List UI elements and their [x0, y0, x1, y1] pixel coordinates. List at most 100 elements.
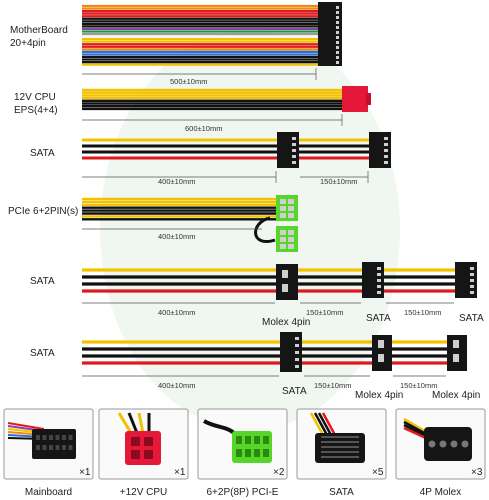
connector-pin: [336, 41, 339, 44]
connector-pin: [336, 31, 339, 34]
thumbnail-quantity: ×5: [372, 467, 384, 478]
wire: [403, 417, 429, 435]
connector-pin: [336, 21, 339, 24]
connector-label: SATA: [366, 313, 391, 324]
watermark-logo: [100, 30, 400, 430]
connector-pin: [288, 206, 294, 211]
sata-connector-pins: [292, 137, 388, 164]
cable-label-cpu-eps-line1: 12V CPU: [14, 92, 56, 103]
connector-pin: [336, 26, 339, 29]
connector-pin: [336, 46, 339, 49]
thumbnail-caption: 4P Molex: [420, 487, 462, 498]
sata-connector-icon: [309, 412, 365, 463]
connector-pin: [280, 230, 286, 235]
connector-label: SATA: [459, 313, 484, 324]
cpu-eps-latch: [366, 93, 371, 105]
wire: [321, 412, 337, 436]
connector-pin: [254, 436, 260, 444]
connector-pin: [384, 155, 388, 158]
pcie-6pin-connector: [276, 195, 298, 221]
connector-pin: [470, 273, 474, 276]
connector-pin: [144, 437, 153, 446]
connector-label: SATA: [282, 386, 307, 397]
connector-pin: [236, 449, 242, 457]
dimension-label: 400±10mm: [158, 177, 195, 186]
molex-connector: [447, 335, 467, 371]
wire: [137, 412, 145, 434]
cable-label-sata-3: SATA: [30, 348, 55, 359]
thumbnail-caption: SATA: [329, 487, 354, 498]
connector-pin: [131, 450, 140, 459]
connector-pin: [321, 456, 359, 458]
sata3-wire-bundle: [82, 340, 449, 365]
connector-pin: [336, 6, 339, 9]
connector-pin: [377, 285, 381, 288]
cable-label-cpu-eps-line2: EPS(4+4): [14, 105, 58, 116]
sata-connector: [455, 262, 477, 298]
connector-pin: [68, 435, 73, 440]
sata-connector: [277, 132, 299, 168]
dimension-label: 150±10mm: [306, 308, 343, 317]
thumbnail-quantity: ×1: [79, 467, 91, 478]
connector-pin: [280, 199, 286, 204]
connector-pin: [62, 435, 66, 440]
motherboard-wire-bundle: [82, 4, 320, 66]
connector-pin: [55, 435, 60, 440]
connector-pin: [288, 237, 294, 242]
thumbnail-quantity: ×1: [174, 467, 186, 478]
connector-pin: [384, 143, 388, 146]
connector-pin: [292, 155, 296, 158]
thumbnail-caption: +12V CPU: [120, 487, 168, 498]
connector-pin: [55, 445, 60, 450]
cable-label-motherboard-line2: 20+4pin: [10, 38, 46, 49]
cable-label-sata-2: SATA: [30, 276, 55, 287]
connector-pin: [68, 445, 73, 450]
connector-label: Molex 4pin: [432, 390, 480, 401]
connector-pin: [321, 446, 359, 448]
connector-pin: [336, 51, 339, 54]
connector-pin: [36, 445, 40, 450]
connector-pin: [263, 436, 269, 444]
wire: [313, 412, 329, 436]
dimension-label: 600±10mm: [185, 124, 222, 133]
sata1-wire-bundle: [82, 138, 371, 160]
connector-pin: [439, 440, 447, 448]
connector-pins: [282, 267, 474, 294]
connector-pin: [254, 449, 260, 457]
connector-pin: [263, 449, 269, 457]
connector-pin: [336, 61, 339, 64]
cpu-eps-connector: [342, 86, 368, 112]
connector-pin: [144, 450, 153, 459]
wire: [117, 412, 133, 434]
connector-pin: [321, 436, 359, 438]
cable-label-pcie: PCIe 6+2PIN(s): [8, 206, 78, 217]
thumbnail-quantity: ×3: [471, 467, 483, 478]
sata2-wire-bundle: [82, 268, 457, 293]
connector-body: [32, 429, 76, 459]
cpu-eps-wire-bundle: [82, 88, 344, 111]
sata-connector: [362, 262, 384, 298]
connector-pin: [336, 11, 339, 14]
connector-pin: [36, 435, 40, 440]
thumbnail-quantity: ×2: [273, 467, 285, 478]
molex-connector-icon: [403, 417, 472, 461]
connector-pin: [321, 451, 359, 453]
molex-connector: [372, 335, 392, 371]
connector-pin: [288, 213, 294, 218]
connector-pin: [377, 267, 381, 270]
connector-pin: [245, 436, 251, 444]
connector-pin: [378, 340, 384, 348]
connector-pin: [131, 437, 140, 446]
cable-pcie: PCIe 6+2PIN(s) 400±10mm: [8, 195, 298, 252]
cable-sata-2: SATA 400±10mm 150±10mm 150±10mm Molex 4p…: [30, 262, 484, 328]
connector-pin: [336, 56, 339, 59]
dimension-label: 150±10mm: [400, 381, 437, 390]
connector-pin: [292, 143, 296, 146]
wire: [127, 412, 139, 434]
connector-pin: [62, 445, 66, 450]
connector-pin: [378, 354, 384, 362]
cable-sata-3: SATA 400±10mm 150±10mm 150±10mm SATA Mol…: [30, 332, 480, 401]
connector-pin: [377, 273, 381, 276]
